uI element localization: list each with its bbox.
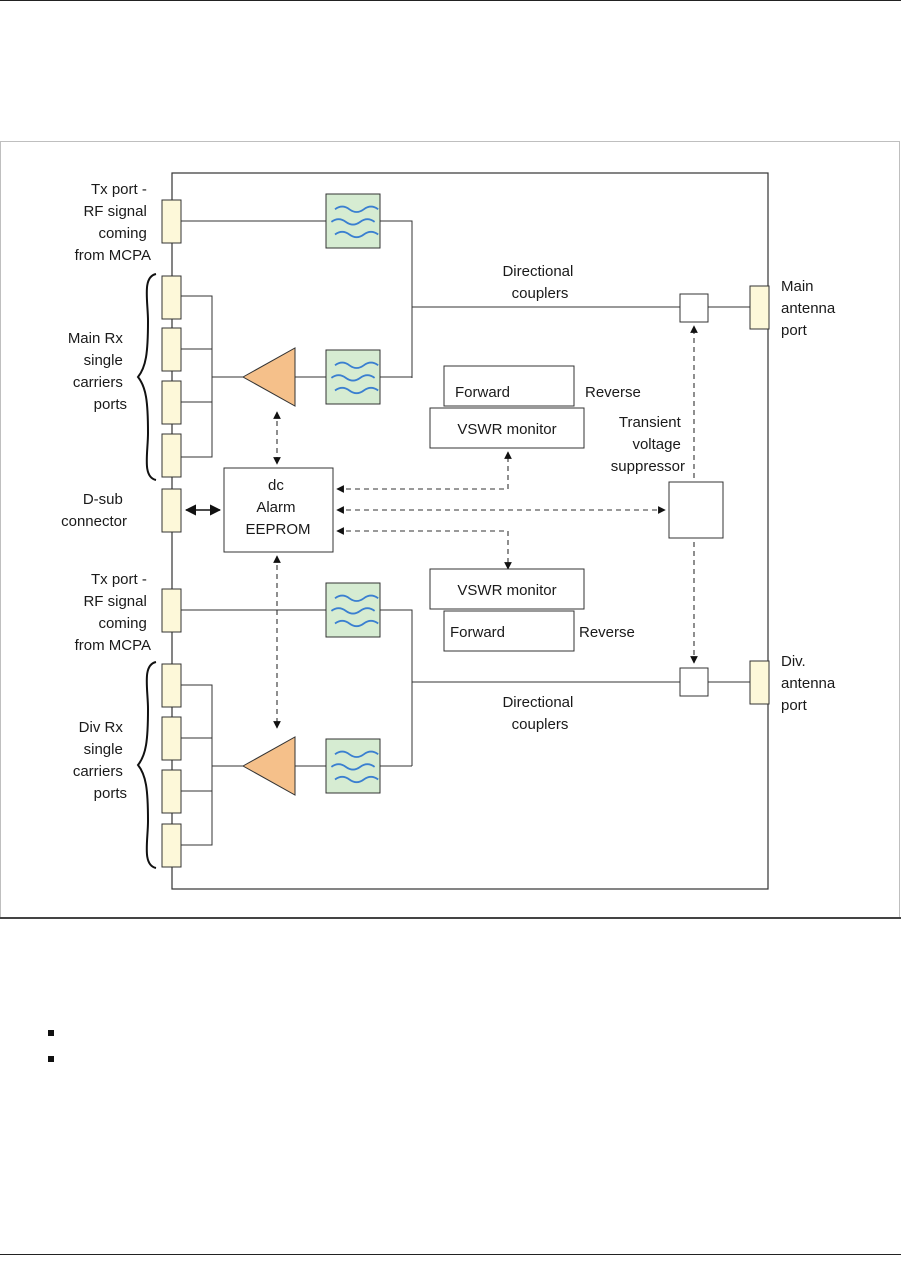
tx-port-main	[161, 199, 182, 244]
tx-main-label: Tx port - RF signal coming from MCPA	[75, 181, 151, 264]
couplers-top-label: Directional couplers	[502, 263, 577, 302]
block-diagram: Tx port - RF signal coming from MCPA Mai…	[0, 141, 901, 920]
alarm-eeprom-label: dc Alarm EEPROM	[245, 477, 310, 538]
div-rx-brace	[136, 661, 157, 869]
vswr-top-forward-label: Forward	[455, 384, 510, 401]
alarm-eeprom-box	[223, 467, 334, 553]
bullet-marker	[48, 1030, 54, 1036]
tx-filter-div	[325, 582, 381, 638]
main-rx-brace	[136, 273, 157, 481]
div-rx-port-4	[161, 823, 182, 868]
dsub-label: D-sub connector	[61, 491, 127, 530]
main-antenna-label: Main antenna port	[781, 278, 839, 339]
vswr-top-monitor-box	[429, 407, 585, 449]
vswr-bottom-monitor-box	[429, 568, 585, 610]
vswr-bottom-forward-label: Forward	[450, 624, 505, 641]
div-antenna-port	[749, 660, 770, 705]
main-directional-coupler	[679, 293, 709, 323]
main-rx-port-4	[161, 433, 182, 478]
couplers-bottom-label: Directional couplers	[502, 694, 577, 733]
top-rule	[0, 0, 901, 1]
tvs-label: Transient voltage suppressor	[611, 414, 685, 475]
div-directional-coupler	[679, 667, 709, 697]
dsub-connector	[161, 488, 182, 533]
vswr-bottom-monitor-label: VSWR monitor	[457, 582, 556, 599]
main-rx-port-3	[161, 380, 182, 425]
vswr-top-monitor-label: VSWR monitor	[457, 421, 556, 438]
main-antenna-port	[749, 285, 770, 330]
div-antenna-label: Div. antenna port	[781, 653, 839, 714]
main-rx-label: Main Rx single carriers ports	[68, 330, 127, 413]
div-rx-port-1	[161, 663, 182, 708]
main-rx-port-1	[161, 275, 182, 320]
vswr-bottom-reverse-label: Reverse	[579, 624, 635, 641]
vswr-top-forward-box	[443, 365, 575, 407]
bottom-rule	[0, 1254, 901, 1255]
tx-div-label: Tx port - RF signal coming from MCPA	[75, 571, 151, 654]
vswr-top-reverse-label: Reverse	[585, 384, 641, 401]
div-rx-port-3	[161, 769, 182, 814]
div-rx-port-2	[161, 716, 182, 761]
transient-voltage-suppressor	[668, 481, 724, 539]
div-rx-label: Div Rx single carriers ports	[73, 719, 127, 802]
bullet-list	[48, 1030, 54, 1082]
main-rx-port-2	[161, 327, 182, 372]
rx-filter-div	[325, 738, 381, 794]
bullet-marker	[48, 1056, 54, 1062]
tx-port-div	[161, 588, 182, 633]
vswr-bottom-forward-box	[443, 610, 575, 652]
